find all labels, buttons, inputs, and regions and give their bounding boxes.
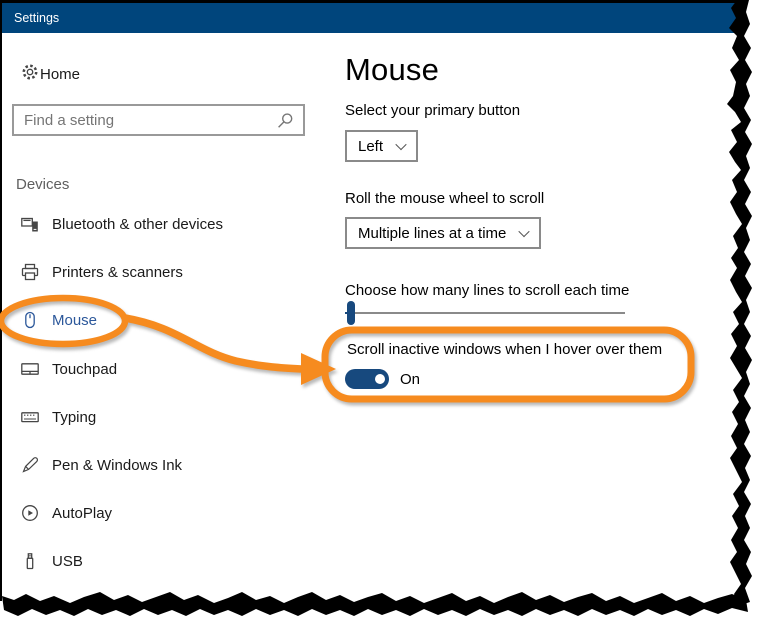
slider-track[interactable] [345, 312, 625, 314]
gear-icon [20, 62, 40, 86]
sidebar-item-label: Pen & Windows Ink [52, 456, 183, 474]
sidebar-home-label: Home [40, 65, 81, 83]
sidebar-item-label: AutoPlay [52, 504, 113, 522]
chevron-down-icon [518, 225, 531, 238]
torn-edge-bottom [2, 592, 748, 616]
sidebar-item-autoplay[interactable]: AutoPlay [2, 493, 312, 533]
toggle-state-label: On [400, 371, 421, 388]
sidebar-item-label: USB [52, 552, 83, 570]
sidebar-item-usb[interactable]: USB [2, 541, 312, 581]
sidebar-item-mouse[interactable]: Mouse [2, 300, 312, 340]
printer-icon [20, 262, 40, 282]
search-input[interactable] [14, 106, 303, 134]
torn-edge-right [727, 0, 752, 606]
wheel-select[interactable]: Multiple lines at a time [345, 217, 542, 249]
pen-icon [20, 455, 40, 475]
scroll-lines-label: Choose how many lines to scroll each tim… [345, 282, 630, 299]
sidebar-section-devices: Devices [16, 176, 70, 193]
touchpad-icon [20, 359, 40, 379]
chevron-down-icon [395, 138, 407, 151]
sidebar-item-label: Bluetooth & other devices [52, 215, 223, 233]
toggle-knob [375, 374, 385, 384]
keyboard-icon [20, 407, 40, 427]
sidebar-item-label: Printers & scanners [52, 263, 183, 281]
sidebar-item-bluetooth[interactable]: Bluetooth & other devices [2, 204, 312, 244]
titlebar: Settings [2, 3, 740, 33]
search-box [12, 104, 305, 136]
usb-icon [20, 551, 40, 571]
sidebar-item-home[interactable]: Home [2, 58, 302, 90]
page-title: Mouse [345, 52, 440, 87]
window-title: Settings [14, 11, 60, 25]
bluetooth-devices-icon [20, 214, 40, 234]
scroll-lines-slider[interactable] [345, 301, 625, 325]
primary-button-value: Left [358, 137, 384, 155]
mouse-icon [20, 310, 40, 330]
wheel-value: Multiple lines at a time [358, 224, 507, 242]
sidebar-item-touchpad[interactable]: Touchpad [2, 349, 312, 389]
search-icon[interactable] [275, 111, 295, 136]
sidebar-item-printers[interactable]: Printers & scanners [2, 252, 312, 292]
sidebar-item-pen[interactable]: Pen & Windows Ink [2, 445, 312, 485]
autoplay-icon [20, 503, 40, 523]
wheel-label: Roll the mouse wheel to scroll [345, 190, 545, 207]
sidebar-item-label: Mouse [52, 311, 98, 329]
sidebar-item-label: Touchpad [52, 360, 118, 378]
sidebar-item-typing[interactable]: Typing [2, 397, 312, 437]
primary-button-select[interactable]: Left [345, 130, 419, 162]
inactive-scroll-label: Scroll inactive windows when I hover ove… [347, 341, 663, 358]
inactive-scroll-toggle[interactable] [345, 369, 389, 389]
sidebar-item-label: Typing [52, 408, 97, 426]
slider-thumb[interactable] [347, 301, 355, 325]
screenshot-top-border [0, 0, 742, 3]
primary-button-label: Select your primary button [345, 102, 521, 119]
